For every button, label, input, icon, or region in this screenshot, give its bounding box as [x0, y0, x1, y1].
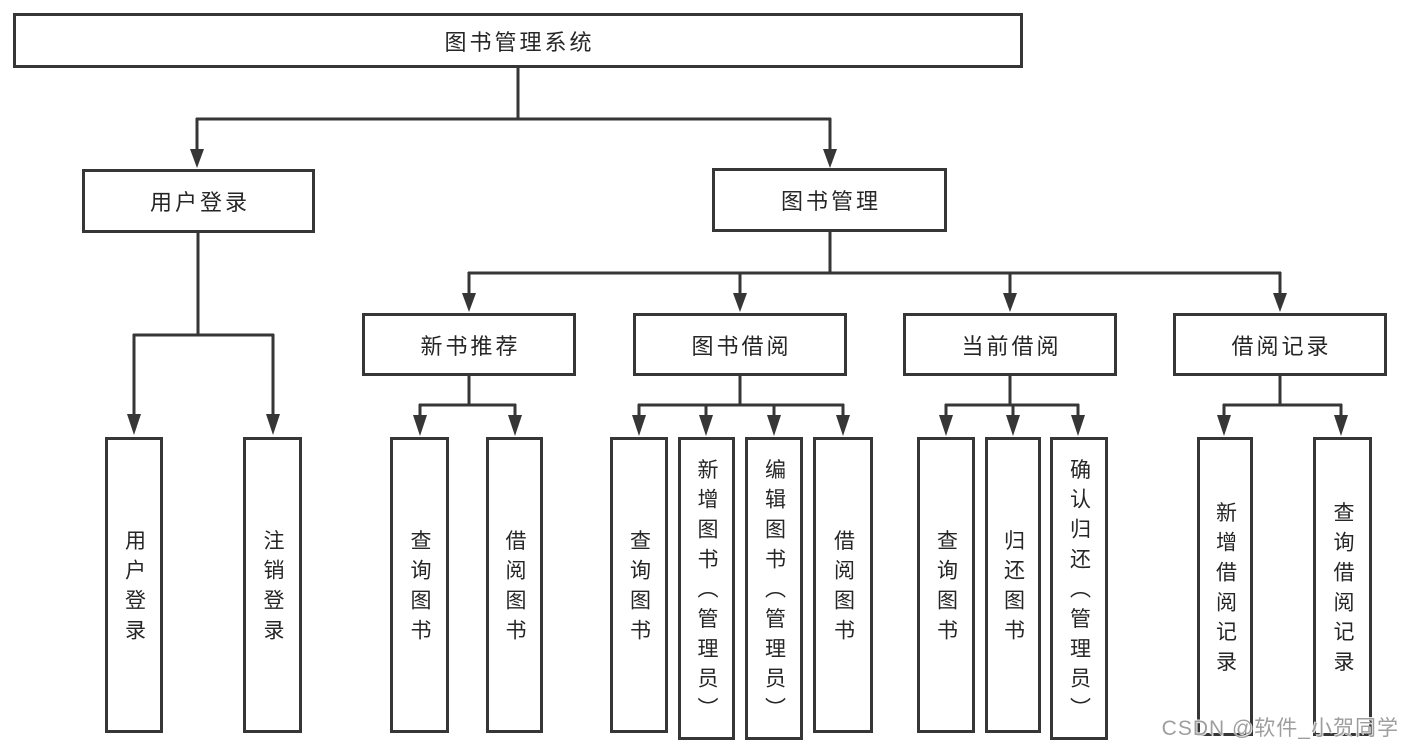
node-label: 借阅图书	[503, 529, 526, 650]
leaf-return-books: 归还图书	[985, 437, 1041, 733]
arrowhead-icon	[190, 149, 204, 168]
leaf-user-login: 用户登录	[105, 437, 163, 733]
node-label: 新增图书（管理员）	[695, 458, 718, 728]
leaf-query-borrow-record: 查询借阅记录	[1313, 437, 1372, 736]
arrowhead-icon	[1217, 415, 1231, 436]
node-label: 借阅图书	[831, 529, 855, 650]
arrowhead-icon	[1006, 415, 1020, 436]
leaf-confirm-return-admin: 确认归还（管理员）	[1050, 437, 1108, 740]
arrowhead-icon	[1273, 293, 1287, 312]
arrowhead-icon	[413, 415, 427, 436]
arrowhead-icon	[939, 415, 953, 436]
node-label: 注销登录	[261, 529, 284, 650]
leaf-query-books-current: 查询图书	[917, 437, 975, 733]
arrowhead-icon	[767, 415, 781, 436]
arrowhead-icon	[733, 293, 747, 312]
node-label: 查询图书	[627, 529, 651, 650]
arrowhead-icon	[266, 414, 280, 435]
leaf-borrow-books: 借阅图书	[813, 437, 873, 733]
node-label: 新增借阅记录	[1213, 501, 1237, 681]
node-label: 查询借阅记录	[1331, 501, 1354, 681]
node-user-login-branch: 用户登录	[82, 169, 315, 233]
node-book-borrow: 图书借阅	[633, 313, 847, 376]
arrowhead-icon	[508, 415, 522, 436]
node-label: 用户登录	[122, 529, 146, 650]
node-label: 借阅记录	[1231, 333, 1332, 359]
node-book-management-branch: 图书管理	[712, 168, 947, 232]
leaf-query-books-borrow: 查询图书	[610, 437, 668, 733]
leaf-query-books-recommend: 查询图书	[390, 437, 449, 733]
arrowhead-icon	[823, 149, 837, 168]
node-label: 查询图书	[408, 529, 431, 650]
arrowhead-icon	[462, 293, 476, 312]
node-label: 编辑图书（管理员）	[762, 458, 786, 728]
arrowhead-icon	[699, 415, 713, 436]
arrowhead-icon	[1003, 293, 1017, 312]
node-label: 归还图书	[1001, 529, 1025, 650]
leaf-logout: 注销登录	[243, 437, 302, 733]
leaf-edit-books-admin: 编辑图书（管理员）	[745, 437, 803, 740]
arrowhead-icon	[1334, 415, 1348, 436]
node-label: 图书管理系统	[444, 29, 595, 55]
node-label: 用户登录	[149, 190, 250, 215]
node-label: 图书管理	[780, 189, 881, 214]
node-label: 查询图书	[934, 529, 958, 650]
node-label: 图书借阅	[691, 333, 792, 359]
node-new-book-recommend: 新书推荐	[362, 313, 576, 376]
node-label: 确认归还（管理员）	[1067, 458, 1091, 728]
node-borrow-records: 借阅记录	[1173, 313, 1387, 376]
leaf-borrow-books-recommend: 借阅图书	[486, 437, 543, 733]
node-root-library-management-system: 图书管理系统	[13, 13, 1023, 68]
arrowhead-icon	[632, 415, 646, 436]
arrowhead-icon	[127, 414, 141, 435]
node-label: 新书推荐	[420, 333, 521, 359]
node-label: 当前借阅	[961, 333, 1062, 359]
leaf-add-books-admin: 新增图书（管理员）	[678, 437, 735, 740]
arrowhead-icon	[836, 415, 850, 436]
arrowhead-icon	[1071, 415, 1085, 436]
leaf-add-borrow-record: 新增借阅记录	[1197, 437, 1253, 736]
node-current-borrow: 当前借阅	[903, 313, 1117, 376]
csdn-watermark: CSDN @软件_小贺同学	[1161, 717, 1399, 740]
